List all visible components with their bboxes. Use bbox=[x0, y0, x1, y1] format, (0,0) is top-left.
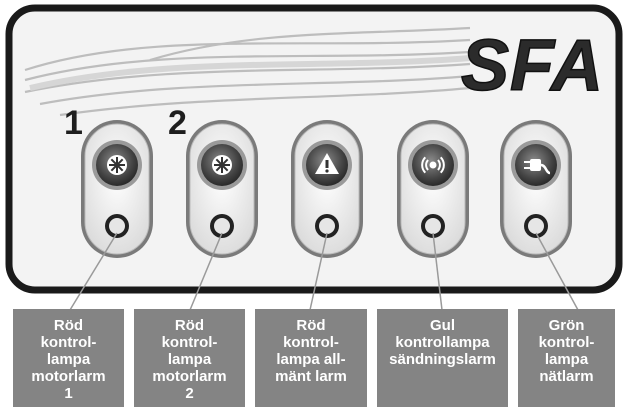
indicator-4 bbox=[397, 120, 469, 258]
indicator-button-4[interactable] bbox=[408, 140, 458, 190]
indicator-lamp-1 bbox=[105, 214, 129, 238]
indicator-button-2[interactable] bbox=[197, 140, 247, 190]
module-number-2: 2 bbox=[168, 104, 187, 142]
brand-logo: SFA bbox=[461, 26, 604, 106]
module-number-1: 1 bbox=[64, 104, 83, 142]
callout-general-alarm: Röd kontrol- lampa all- mänt larm bbox=[255, 309, 367, 407]
callout-motor-alarm-1: Röd kontrol- lampa motorlarm 1 bbox=[13, 309, 124, 407]
motor-2-icon bbox=[212, 155, 232, 175]
indicator-lamp-3 bbox=[315, 214, 339, 238]
indicator-3 bbox=[291, 120, 363, 258]
indicator-lamp-5 bbox=[524, 214, 548, 238]
warning-icon bbox=[315, 153, 339, 174]
indicator-button-1[interactable] bbox=[92, 140, 142, 190]
callout-motor-alarm-2: Röd kontrol- lampa motorlarm 2 bbox=[134, 309, 245, 407]
indicator-lamp-2 bbox=[210, 214, 234, 238]
motor-1-icon bbox=[107, 155, 127, 175]
indicator-lamp-4 bbox=[421, 214, 445, 238]
transmission-alarm-icon bbox=[421, 156, 445, 174]
indicator-button-3[interactable] bbox=[302, 140, 352, 190]
indicator-5 bbox=[500, 120, 572, 258]
power-plug-icon bbox=[524, 159, 551, 175]
indicator-2 bbox=[186, 120, 258, 258]
indicator-button-5[interactable] bbox=[511, 140, 561, 190]
indicator-1 bbox=[81, 120, 153, 258]
callout-transmission-alarm: Gul kontrollampa sändningslarm bbox=[377, 309, 508, 407]
callout-mains-alarm: Grön kontrol- lampa nätlarm bbox=[518, 309, 615, 407]
swoosh-decoration bbox=[24, 26, 471, 117]
control-panel: SFA 1 2 bbox=[5, 4, 623, 294]
